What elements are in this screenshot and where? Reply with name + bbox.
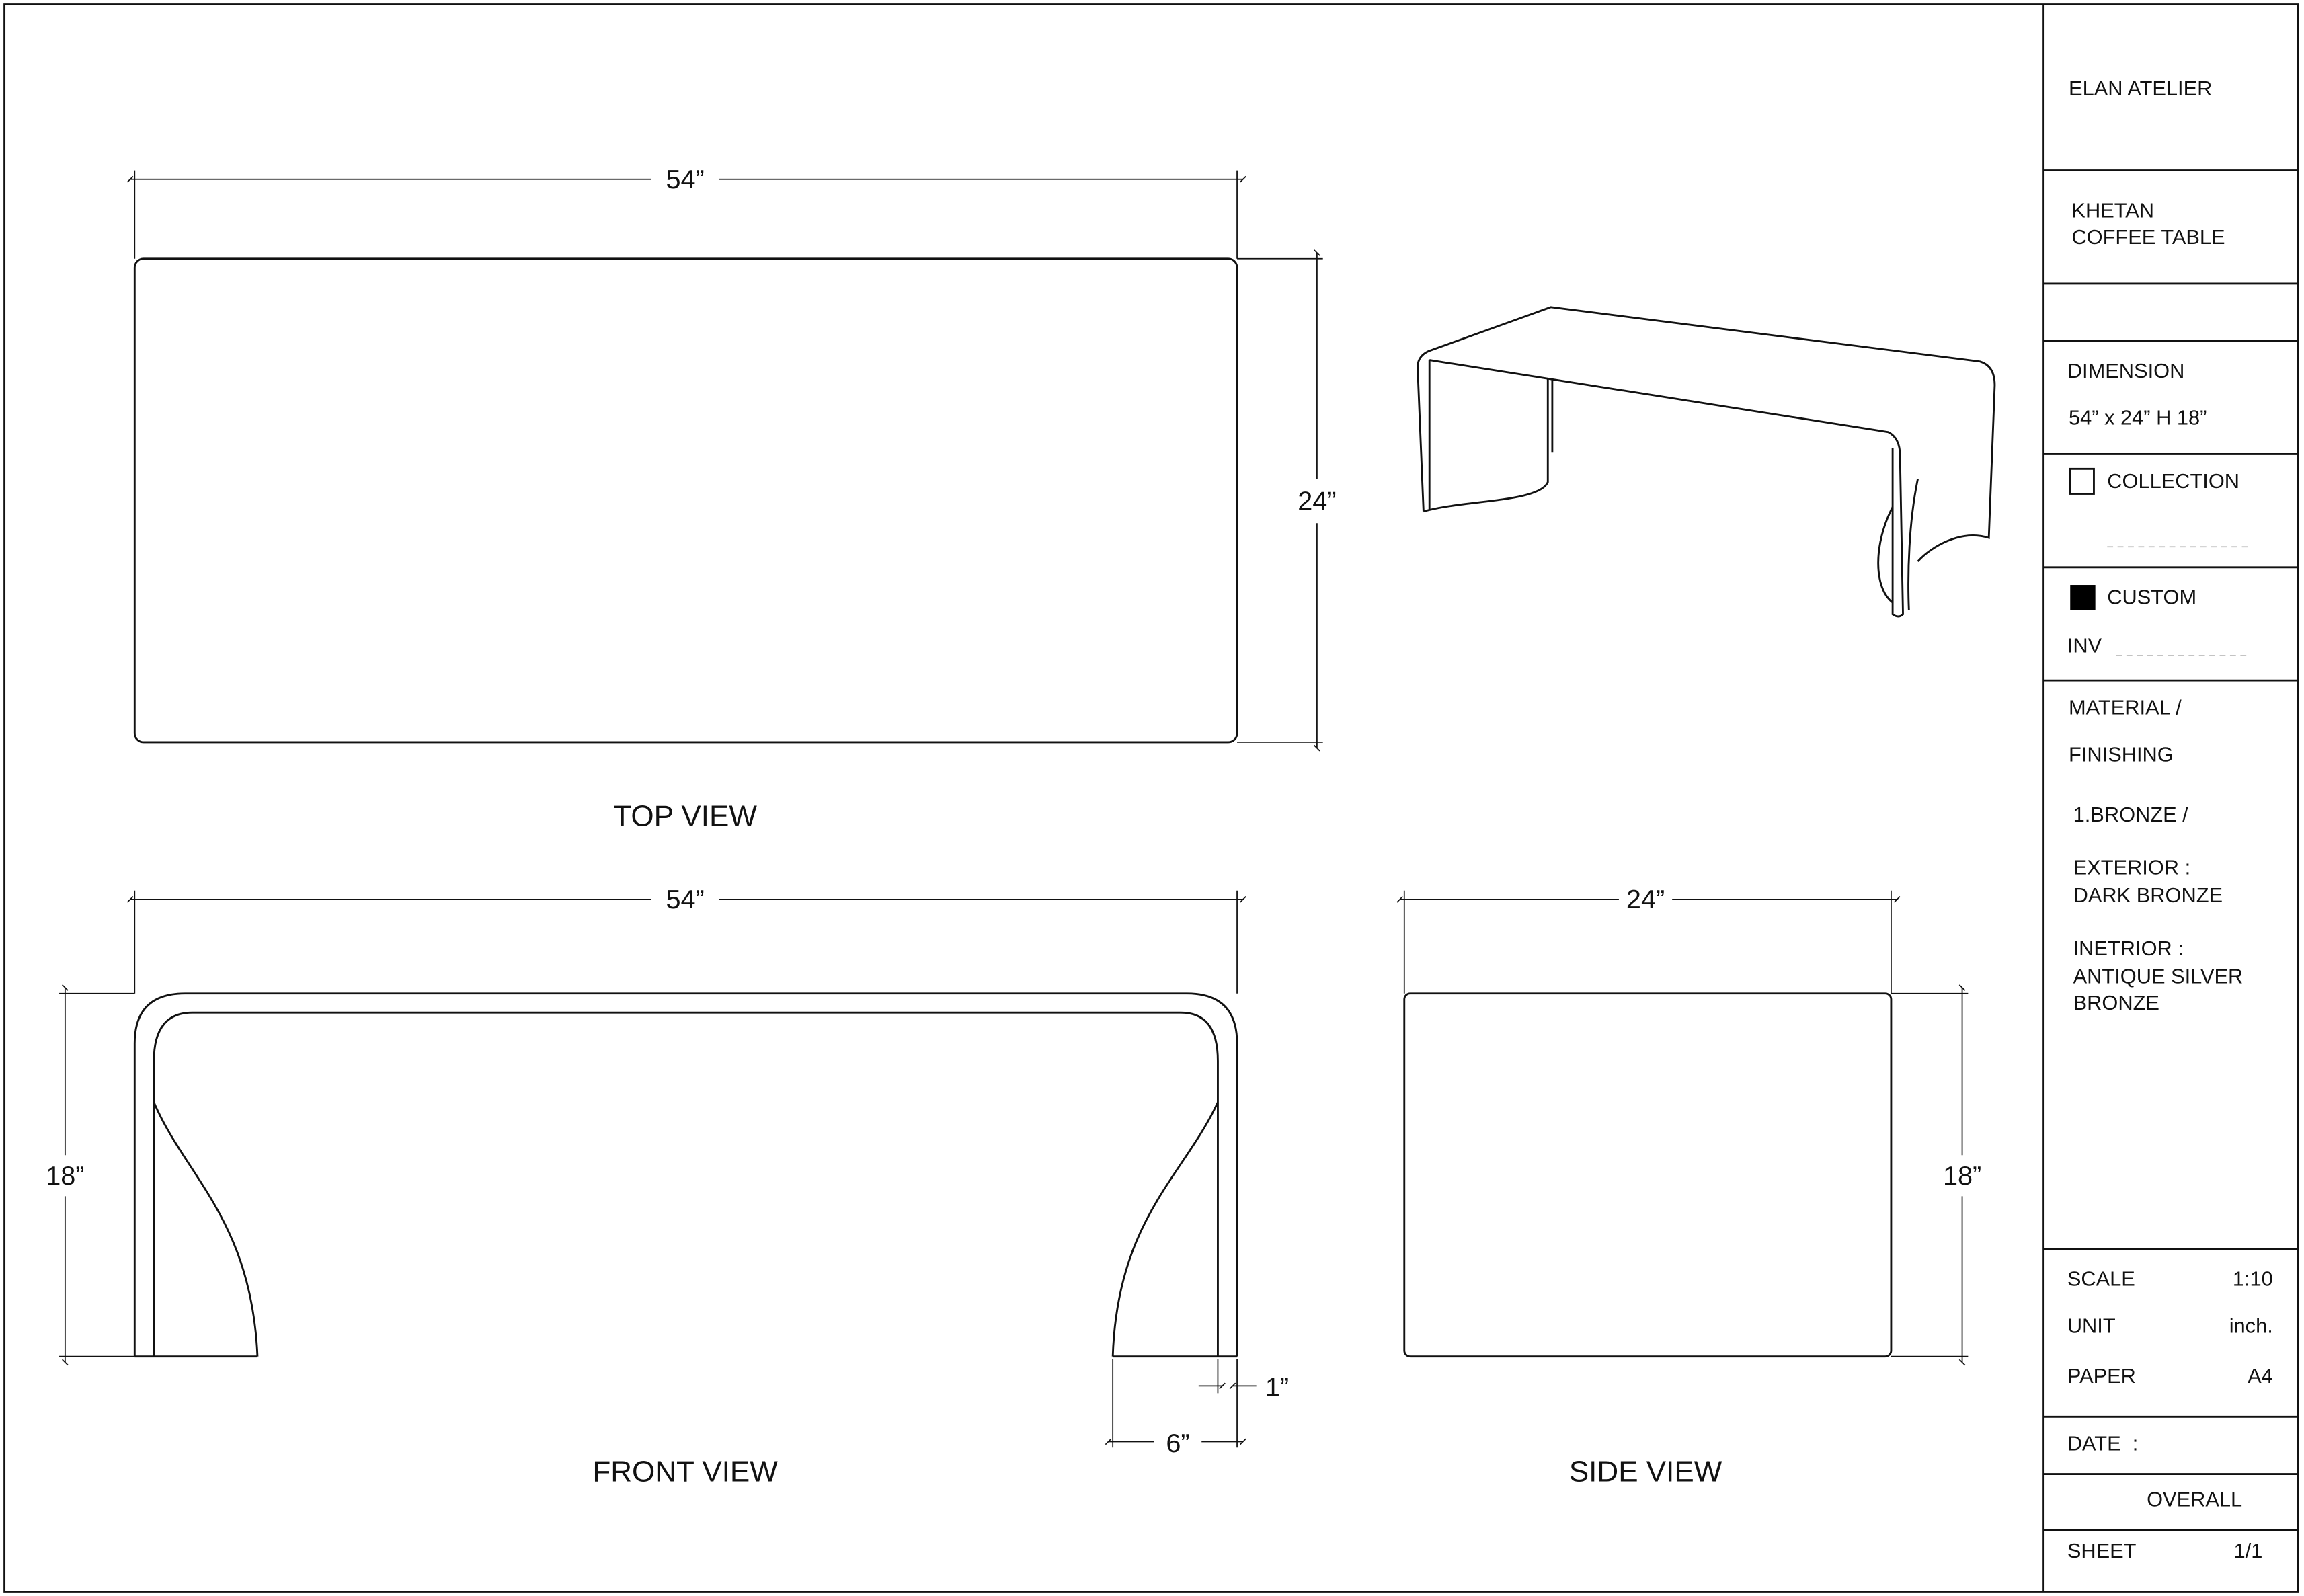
- exterior-label: EXTERIOR :: [2073, 856, 2191, 879]
- top-width-dim: 54”: [666, 165, 704, 194]
- top-depth-dim: 24”: [1298, 487, 1336, 516]
- front-width-dim: 54”: [666, 885, 704, 914]
- top-view-label: TOP VIEW: [613, 800, 757, 833]
- perspective-view: [1417, 306, 1996, 618]
- inv-label: INV: [2067, 634, 2102, 657]
- title-block: ELAN ATELIER KHETAN COFFEE TABLE DIMENSI…: [2042, 4, 2299, 1592]
- interior-value-1: ANTIQUE SILVER: [2073, 965, 2243, 988]
- paper-label: PAPER: [2067, 1364, 2136, 1388]
- sheet-value: 1/1: [2234, 1539, 2263, 1562]
- side-height-dim: 18”: [1943, 1161, 1981, 1191]
- unit-value: inch.: [2229, 1314, 2273, 1338]
- unit-label: UNIT: [2067, 1314, 2116, 1338]
- interior-label: INETRIOR :: [2073, 936, 2184, 960]
- front-outer-outline: [133, 992, 1238, 1357]
- finishing-label: FINISHING: [2069, 742, 2174, 766]
- thickness-dim: 1”: [1265, 1373, 1289, 1402]
- product-name-line1: KHETAN: [2071, 199, 2154, 223]
- company-name: ELAN ATELIER: [2069, 77, 2212, 100]
- dimension-value: 54” x 24” H 18”: [2069, 406, 2207, 430]
- side-depth-dim: 24”: [1626, 885, 1665, 914]
- paper-value: A4: [2248, 1364, 2273, 1388]
- product-name-line2: COFFEE TABLE: [2071, 225, 2225, 249]
- scale-label: SCALE: [2067, 1267, 2135, 1291]
- interior-value-2: BRONZE: [2073, 991, 2159, 1014]
- front-height-dim: 18”: [46, 1161, 84, 1191]
- front-inner-outline: [153, 1011, 1219, 1357]
- custom-checkbox-checked[interactable]: [2070, 585, 2096, 610]
- front-view: 54” 18” 6” 1” FRONT VIEW: [46, 885, 1289, 1488]
- side-view: 24” 18” SIDE VIEW: [1396, 885, 1981, 1488]
- material-label: MATERIAL /: [2069, 695, 2182, 719]
- front-view-label: FRONT VIEW: [592, 1455, 778, 1488]
- material-1: 1.BRONZE /: [2073, 803, 2189, 826]
- dimension-label: DIMENSION: [2067, 359, 2185, 383]
- top-view-outline: [133, 257, 1238, 744]
- foot-width-dim: 6”: [1166, 1429, 1189, 1458]
- sheet-label: SHEET: [2067, 1539, 2137, 1562]
- custom-label: CUSTOM: [2107, 586, 2196, 609]
- overall-label: OVERALL: [2147, 1488, 2242, 1511]
- scale-value: 1:10: [2233, 1267, 2273, 1291]
- collection-checkbox[interactable]: [2069, 467, 2095, 495]
- side-view-label: SIDE VIEW: [1569, 1455, 1722, 1488]
- collection-label: COLLECTION: [2107, 469, 2239, 493]
- top-view: 54” 24” TOP VIEW: [126, 165, 1337, 833]
- sheet-border: [3, 3, 2299, 1593]
- date-label: DATE :: [2067, 1432, 2139, 1455]
- exterior-value: DARK BRONZE: [2073, 883, 2223, 907]
- side-view-outline: [1403, 992, 1893, 1358]
